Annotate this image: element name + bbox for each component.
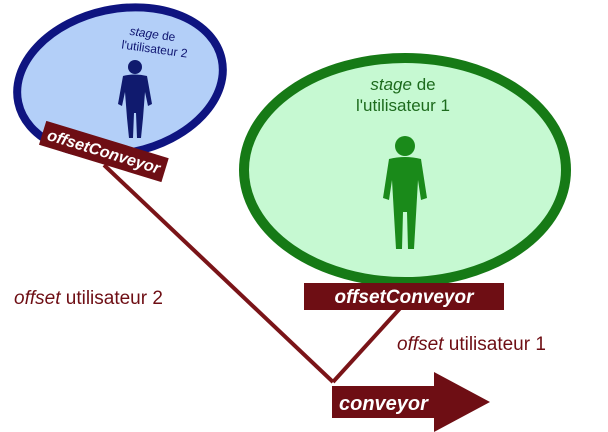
person-icon-user1 — [383, 136, 427, 249]
conveyor-label: conveyor — [339, 393, 429, 415]
offset-line-user2 — [102, 163, 335, 384]
offset-user1-label: offset utilisateur 1 — [397, 334, 546, 355]
stage-user1-label-line2: l'utilisateur 1 — [356, 96, 450, 115]
stage-user1-label-line1: stage de — [370, 75, 435, 94]
person-icon-user2 — [118, 60, 152, 138]
offset-user2-label: offset utilisateur 2 — [14, 288, 163, 309]
offset-conveyor-label-user1: offsetConveyor — [334, 287, 475, 308]
offset-line-user1 — [331, 302, 406, 384]
offset-conveyor-tag-user1 — [304, 283, 504, 310]
conveyor-arrow — [332, 372, 490, 432]
offset-conveyor-tag-user2 — [38, 120, 169, 183]
stage-user2-label-line1: stage de — [129, 24, 177, 44]
